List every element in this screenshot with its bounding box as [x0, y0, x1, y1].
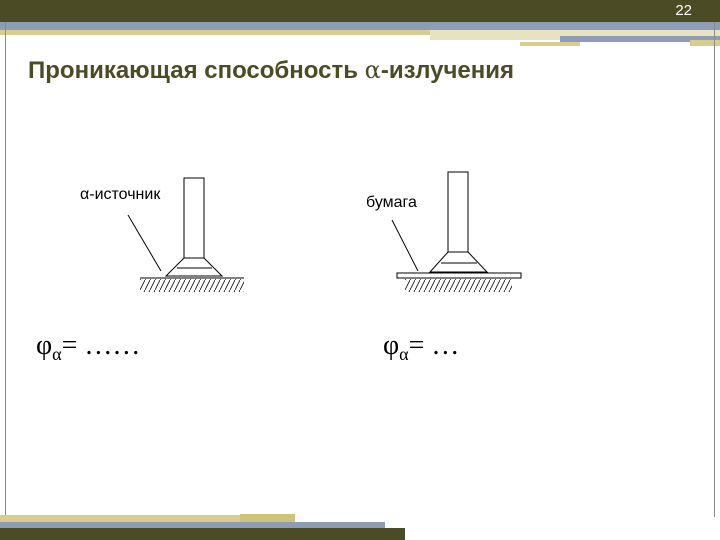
title-prefix: Проникающая способность: [28, 57, 365, 84]
right-formula: φα= …: [383, 330, 459, 365]
left-source-apparatus: [127, 177, 244, 292]
left-label-leader: [127, 214, 162, 272]
top-stripe-tan: [0, 30, 430, 35]
alpha-source-label: α-источник: [80, 186, 161, 203]
title-alpha: α: [364, 56, 381, 84]
frame-right-line: [714, 22, 715, 517]
paper-sheet: [396, 272, 522, 279]
left-formula: φα= ……: [36, 330, 140, 365]
title-suffix: -излучения: [380, 57, 515, 84]
bottom-stripe-tan2: [240, 514, 295, 522]
top-stripe-light: [430, 30, 720, 40]
bottom-stripe-blue: [0, 522, 385, 528]
left-formula-value: = ……: [61, 330, 141, 361]
top-stripe-blue-right: [560, 36, 720, 42]
right-formula-sub: α: [399, 344, 409, 364]
right-formula-value: = …: [408, 330, 460, 361]
right-source-rod: [447, 171, 469, 253]
left-ground-hatch: [140, 279, 244, 292]
left-formula-sub: α: [52, 344, 62, 364]
left-source-rod: [183, 177, 205, 259]
right-source-base: [428, 251, 489, 273]
right-label-leader: [391, 219, 419, 272]
page-number: 22: [675, 2, 692, 19]
right-formula-phi: φ: [383, 330, 400, 361]
slide-title: Проникающая способность α-излучения: [28, 56, 514, 85]
top-stripe-tan-right: [520, 42, 580, 46]
top-stripe-tan-far: [690, 40, 720, 46]
left-source-base: [164, 257, 224, 277]
header-bar: [0, 0, 720, 22]
right-ground-hatch: [405, 279, 512, 292]
frame-left-line: [5, 22, 6, 517]
paper-label: бумага: [366, 194, 417, 211]
top-stripe-blue: [0, 22, 720, 30]
right-source-apparatus: [391, 171, 522, 292]
left-formula-phi: φ: [36, 330, 53, 361]
bottom-stripe-dark: [0, 528, 405, 540]
bottom-stripe-tan: [0, 515, 295, 522]
